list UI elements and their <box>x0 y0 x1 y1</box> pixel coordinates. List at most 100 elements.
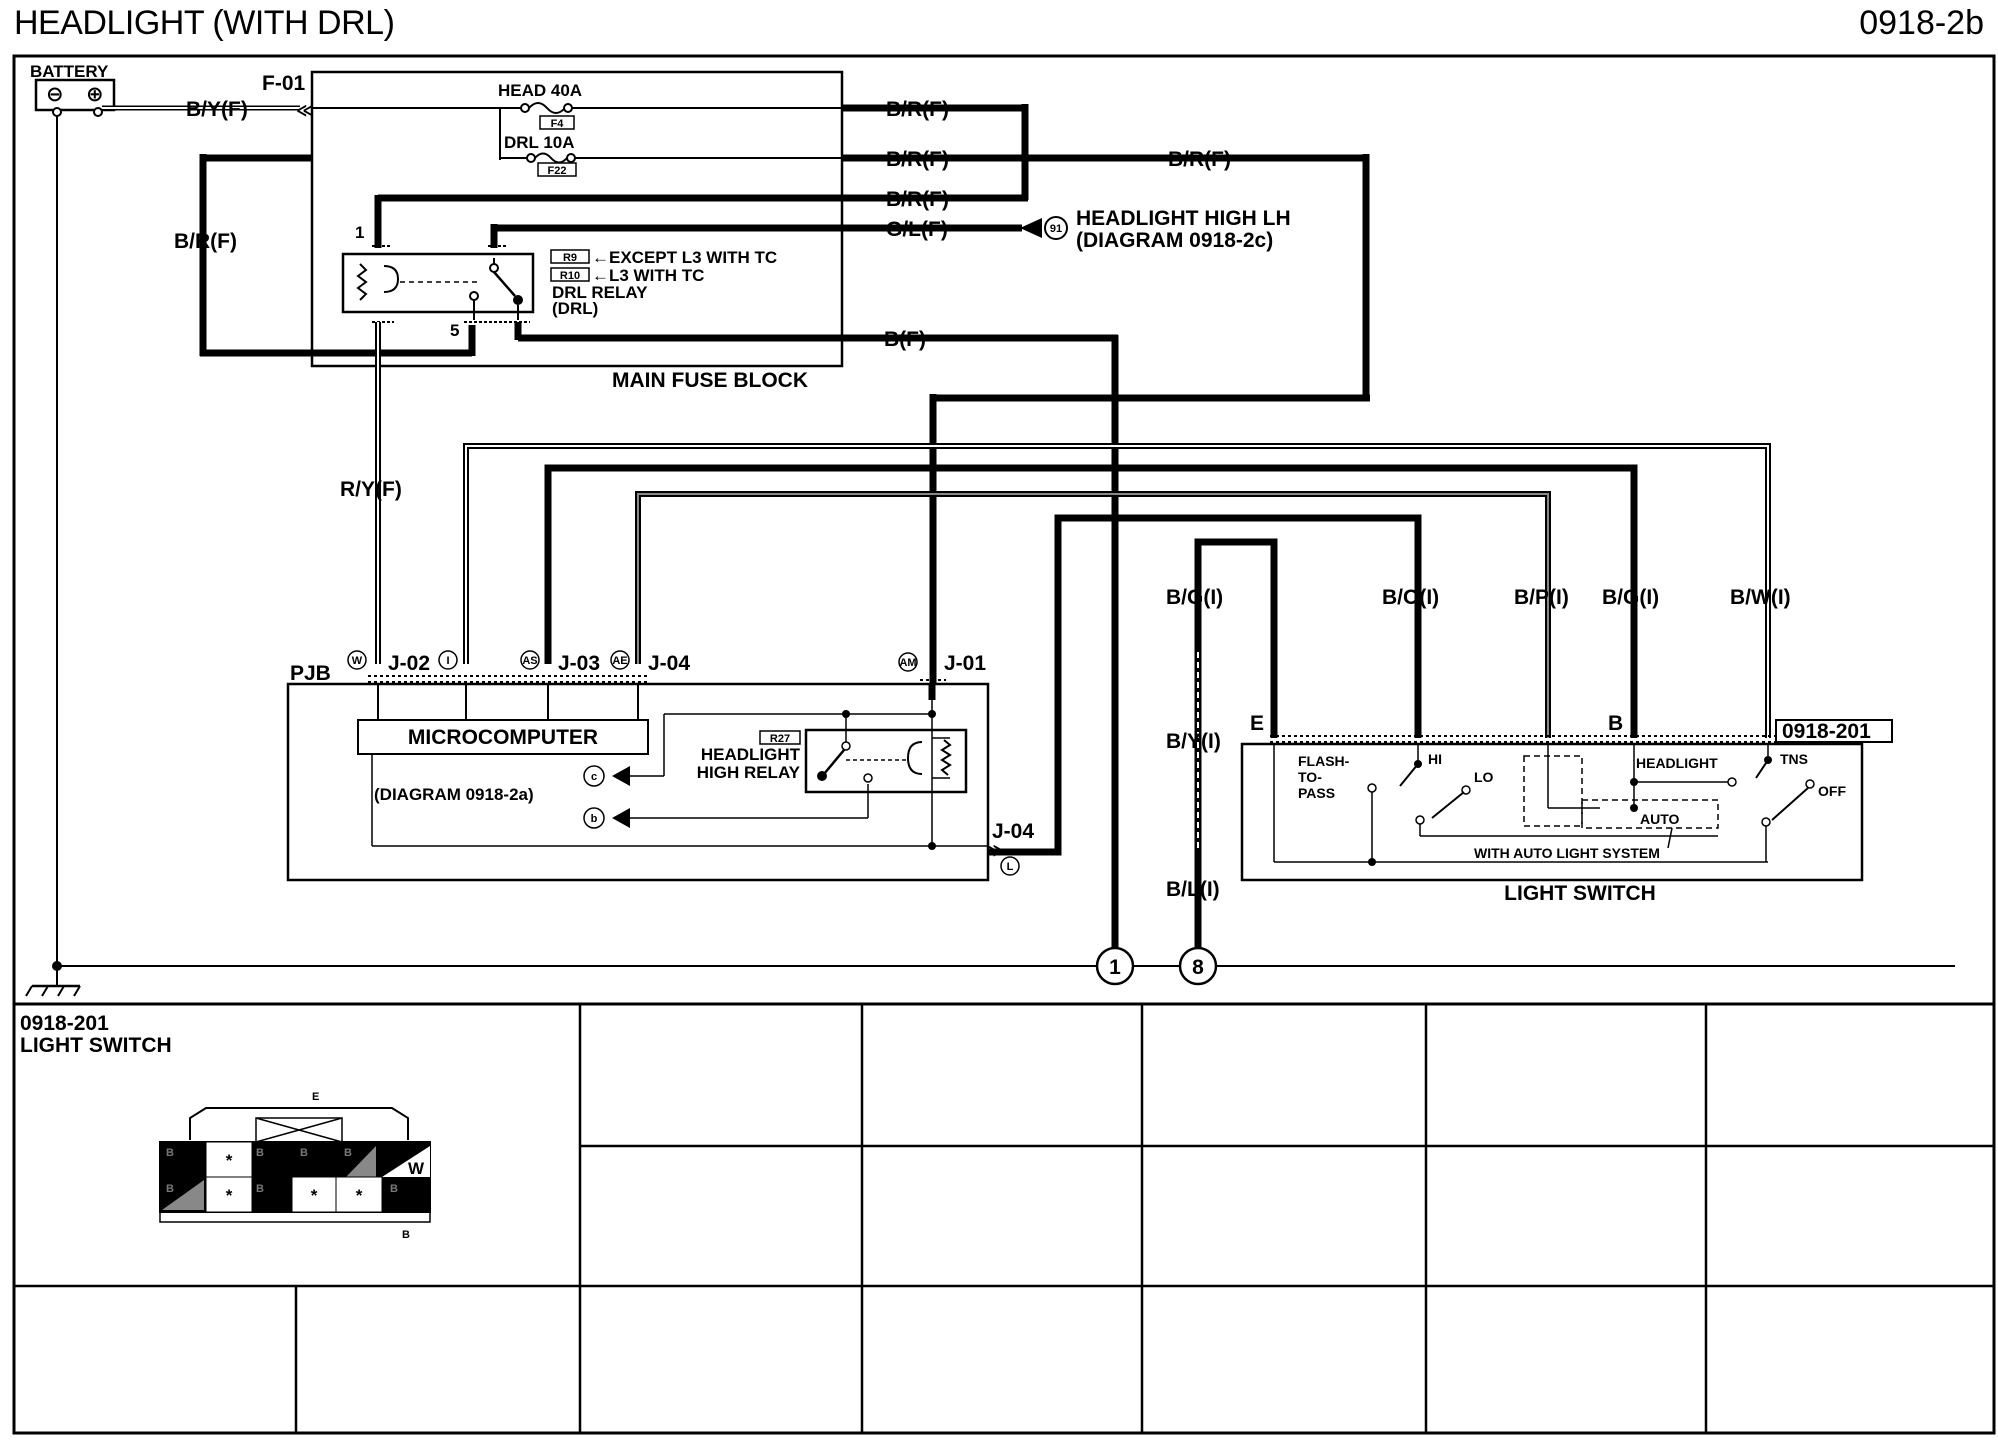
ref-b-icon <box>583 807 605 829</box>
headlight-high-lh-diagram: (DIAGRAM 0918-2c) <box>1076 229 1273 252</box>
flash-label: FLASH- <box>1298 753 1350 769</box>
battery-neg-icon: ⊖ <box>46 83 64 106</box>
drl-relay-name: DRL RELAY <box>552 283 648 302</box>
drl-relay-pin1: 1 <box>355 223 364 242</box>
svg-text:*: * <box>226 1186 233 1205</box>
svg-text:J-04: J-04 <box>648 652 690 675</box>
wire-label-by-i: B/Y(I) <box>1166 730 1221 753</box>
svg-text:B: B <box>256 1147 264 1159</box>
fuse-drl-label: DRL 10A <box>504 133 575 152</box>
microcomputer-label: MICROCOMPUTER <box>408 726 598 749</box>
ground-ref-1: 1 <box>1109 956 1121 979</box>
wire-label-bp-i: B/P(I) <box>1514 586 1569 609</box>
svg-text:W: W <box>352 655 363 667</box>
ground-ref-8-icon <box>1178 946 1218 986</box>
battery-pos-icon: ⊕ <box>86 83 104 106</box>
microcomputer-box <box>357 719 649 755</box>
panel-connector-code: 0918-201 <box>20 1012 109 1035</box>
auto-label: AUTO <box>1640 811 1680 827</box>
light-switch-pin-b: B <box>1608 712 1623 735</box>
main-fuse-block-title: MAIN FUSE BLOCK <box>612 369 808 392</box>
svg-text:J-03: J-03 <box>558 652 600 675</box>
headlight-high-ref: 91 <box>1050 223 1062 235</box>
svg-text:W: W <box>408 1159 425 1178</box>
fuse-head-icon <box>520 103 530 113</box>
light-switch-connector-face: E B * B B B W B * B * * B B <box>159 1091 431 1241</box>
svg-text:*: * <box>226 1151 233 1170</box>
svg-text:B: B <box>166 1183 174 1195</box>
light-switch-title: LIGHT SWITCH <box>1504 882 1656 905</box>
pass-label: PASS <box>1298 785 1335 801</box>
svg-text:B: B <box>300 1147 308 1159</box>
wire-label-bg-i-left: B/G(I) <box>1166 586 1223 609</box>
relay-coil-icon <box>356 263 368 301</box>
light-switch-connector: 0918-201 <box>1782 720 1871 743</box>
pjb-title: PJB <box>290 662 331 685</box>
fuse-head-label: HEAD 40A <box>498 81 582 100</box>
drl-relay-name2: (DRL) <box>552 299 598 318</box>
off-label: OFF <box>1818 783 1846 799</box>
pjb-j04-bottom: J-04 <box>992 820 1034 843</box>
wire-label-by-f: B/Y(F) <box>186 98 248 121</box>
svg-text:AE: AE <box>612 655 627 667</box>
connector-arrow-icon-2: ≫ <box>986 841 1004 860</box>
page-title: HEADLIGHT (WITH DRL) <box>14 4 395 42</box>
wire-label-br-f-3: B/R(F) <box>886 188 949 211</box>
connector-f01: F-01 <box>262 72 306 95</box>
drl-relay: 1 5 <box>341 223 535 340</box>
pjb-diagram-ref: (DIAGRAM 0918-2a) <box>374 785 534 804</box>
battery: BATTERY ⊖ ⊕ <box>30 62 116 117</box>
battery-label: BATTERY <box>30 62 109 81</box>
relay-tag-r27: R27 <box>770 733 790 745</box>
relay-tag-r10: R10 <box>560 270 580 282</box>
svg-text:J-01: J-01 <box>944 652 986 675</box>
connector-arrow-icon: ≪ <box>296 101 314 120</box>
main-fuse-block <box>310 70 844 368</box>
wire-label-b-f: B(F) <box>884 328 926 351</box>
fuse-f4: F4 <box>551 118 565 130</box>
fuse-drl-icon <box>526 153 536 163</box>
relay-except-label: ←EXCEPT L3 WITH TC <box>592 248 777 267</box>
pjb-pin-labels: W J-02 I AS J-03 AE J-04 AM J-01 <box>347 650 986 675</box>
hi-label: HI <box>1428 751 1442 767</box>
ref-c-icon <box>583 765 605 787</box>
svg-text:AM: AM <box>899 657 916 669</box>
diagram-frame <box>12 54 1996 1435</box>
pjb-l: L <box>1007 861 1014 873</box>
lo-label: LO <box>1474 769 1494 785</box>
wire-label-br-f-2: B/R(F) <box>886 148 949 171</box>
relay-coil-icon-2 <box>906 741 923 775</box>
svg-text:AS: AS <box>522 655 537 667</box>
wire-label-ry-f: R/Y(F) <box>340 478 402 501</box>
to-label: TO- <box>1298 769 1322 785</box>
relay-l3-label: ←L3 WITH TC <box>592 266 704 285</box>
svg-text:B: B <box>390 1183 398 1195</box>
svg-text:B: B <box>166 1147 174 1159</box>
svg-text:*: * <box>311 1186 318 1205</box>
svg-text:B: B <box>344 1147 352 1159</box>
face-label-b: B <box>402 1229 410 1241</box>
panel-connector-name: LIGHT SWITCH <box>20 1034 172 1057</box>
with-auto-label: WITH AUTO LIGHT SYSTEM <box>1474 845 1660 861</box>
ref-c: c <box>591 771 597 783</box>
fuse-f22: F22 <box>548 165 567 177</box>
headlight-high-lh-label: HEADLIGHT HIGH LH <box>1076 207 1291 230</box>
ref-b: b <box>591 813 598 825</box>
ground-symbol-icon <box>25 966 81 997</box>
drl-relay-pin5: 5 <box>450 321 459 340</box>
light-switch-box <box>1240 742 1864 882</box>
svg-text:B: B <box>256 1183 264 1195</box>
wire-label-br-f-left: B/R(F) <box>174 230 237 253</box>
headlight-label: HEADLIGHT <box>1636 755 1718 771</box>
headlight-high-relay-name1: HEADLIGHT <box>701 745 801 764</box>
headlight-high-ref-icon <box>1044 216 1068 240</box>
light-switch-pin-e: E <box>1250 712 1264 735</box>
wire-label-bw-i: B/W(I) <box>1730 586 1791 609</box>
wire-label-br-f-1: B/R(F) <box>886 98 949 121</box>
headlight-high-relay <box>804 728 968 794</box>
svg-text:J-02: J-02 <box>388 652 430 675</box>
svg-text:I: I <box>446 655 449 667</box>
connector-panel-grid <box>14 1004 1994 1433</box>
svg-text:*: * <box>356 1186 363 1205</box>
